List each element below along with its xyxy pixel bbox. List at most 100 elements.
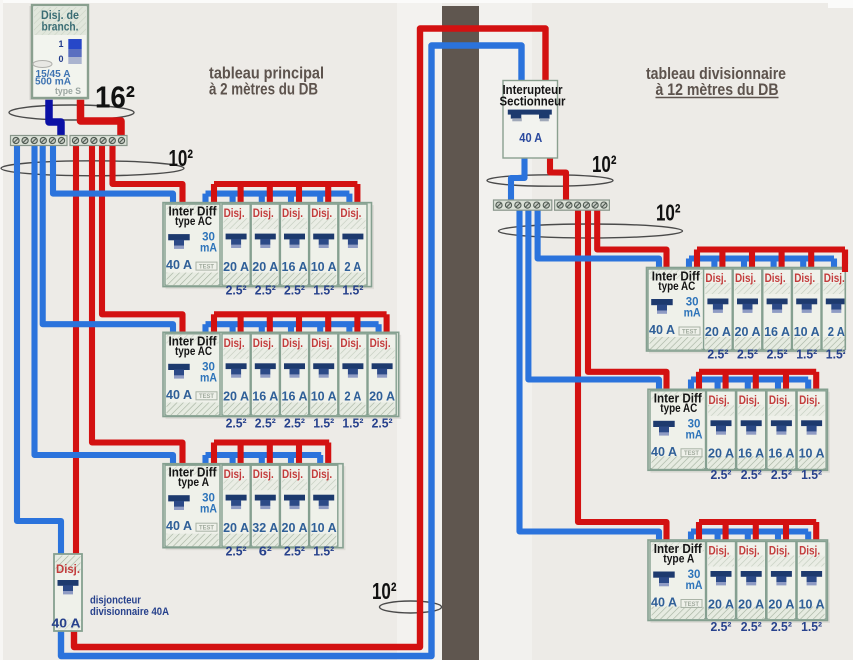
svg-text:2.5²: 2.5² bbox=[372, 417, 393, 431]
svg-text:Inter Diff: Inter Diff bbox=[652, 269, 701, 284]
svg-text:Disj.: Disj. bbox=[739, 395, 760, 407]
svg-text:40 A: 40 A bbox=[651, 596, 677, 610]
svg-text:20 A: 20 A bbox=[223, 521, 249, 535]
svg-text:1.5²: 1.5² bbox=[796, 348, 817, 362]
svg-text:16 A: 16 A bbox=[282, 260, 308, 274]
svg-text:Inter Diff: Inter Diff bbox=[169, 333, 218, 348]
svg-text:16 A: 16 A bbox=[252, 390, 278, 404]
svg-text:Disj.: Disj. bbox=[311, 208, 332, 220]
svg-text:10²: 10² bbox=[372, 578, 397, 604]
svg-text:10 A: 10 A bbox=[311, 260, 337, 274]
svg-text:2.5²: 2.5² bbox=[711, 468, 732, 482]
svg-text:1.5²: 1.5² bbox=[342, 417, 363, 431]
svg-text:TEST: TEST bbox=[682, 329, 697, 335]
svg-text:6²: 6² bbox=[259, 545, 272, 559]
svg-text:40 A: 40 A bbox=[519, 131, 542, 145]
svg-text:Disj.: Disj. bbox=[253, 469, 274, 481]
svg-text:40 A: 40 A bbox=[166, 388, 192, 402]
svg-text:2.5²: 2.5² bbox=[284, 284, 305, 298]
svg-text:1.5²: 1.5² bbox=[801, 620, 822, 634]
svg-text:30: 30 bbox=[688, 569, 701, 581]
svg-text:Inter Diff: Inter Diff bbox=[169, 204, 218, 219]
svg-text:à 2 mètres du DB: à 2 mètres du DB bbox=[209, 80, 318, 99]
svg-text:TEST: TEST bbox=[684, 451, 699, 457]
svg-text:2.5²: 2.5² bbox=[711, 620, 732, 634]
svg-text:Disj.: Disj. bbox=[282, 469, 303, 481]
svg-text:1.5²: 1.5² bbox=[313, 417, 334, 431]
svg-text:10 A: 10 A bbox=[311, 390, 337, 404]
svg-text:divisionnaire 40A: divisionnaire 40A bbox=[90, 606, 169, 618]
svg-text:2 A: 2 A bbox=[828, 325, 845, 339]
svg-text:Disj.: Disj. bbox=[739, 546, 760, 558]
svg-text:Disj.: Disj. bbox=[340, 338, 361, 350]
svg-text:2.5²: 2.5² bbox=[255, 417, 276, 431]
svg-text:2 A: 2 A bbox=[344, 390, 361, 404]
svg-text:Disj.: Disj. bbox=[765, 273, 786, 285]
svg-text:à 12 mètres du DB: à 12 mètres du DB bbox=[656, 80, 779, 99]
svg-text:Disj.: Disj. bbox=[56, 564, 80, 576]
svg-text:10 A: 10 A bbox=[311, 521, 337, 535]
svg-text:Disj.: Disj. bbox=[799, 546, 820, 558]
svg-text:Disj.: Disj. bbox=[253, 338, 274, 350]
svg-text:type S: type S bbox=[55, 86, 81, 97]
svg-text:mA: mA bbox=[200, 504, 217, 516]
svg-text:1: 1 bbox=[58, 39, 63, 49]
svg-text:Disj.: Disj. bbox=[282, 338, 303, 350]
svg-text:Disj.: Disj. bbox=[224, 338, 245, 350]
svg-text:2.5²: 2.5² bbox=[737, 348, 758, 362]
svg-text:16 A: 16 A bbox=[282, 390, 308, 404]
svg-text:Disj.: Disj. bbox=[311, 338, 332, 350]
svg-text:branch.: branch. bbox=[42, 20, 79, 34]
svg-text:Disj. de: Disj. de bbox=[41, 8, 79, 22]
svg-text:15/45 A: 15/45 A bbox=[36, 69, 71, 80]
svg-text:2.5²: 2.5² bbox=[284, 545, 305, 559]
svg-text:40 A: 40 A bbox=[52, 616, 82, 631]
svg-text:TEST: TEST bbox=[199, 264, 214, 270]
svg-text:TEST: TEST bbox=[199, 526, 214, 532]
svg-text:Disj.: Disj. bbox=[311, 469, 332, 481]
svg-text:2 A: 2 A bbox=[344, 260, 361, 274]
svg-text:10 A: 10 A bbox=[799, 447, 825, 461]
svg-text:20 A: 20 A bbox=[738, 597, 764, 611]
svg-text:Disj.: Disj. bbox=[705, 273, 726, 285]
svg-text:type AC: type AC bbox=[660, 401, 697, 415]
svg-text:2.5²: 2.5² bbox=[741, 468, 762, 482]
svg-text:Sectionneur: Sectionneur bbox=[500, 95, 566, 109]
svg-text:10²: 10² bbox=[592, 151, 617, 177]
svg-text:40 A: 40 A bbox=[649, 323, 675, 337]
svg-text:Disj.: Disj. bbox=[224, 469, 245, 481]
svg-text:10²: 10² bbox=[169, 145, 194, 171]
svg-text:Disj.: Disj. bbox=[253, 208, 274, 220]
svg-text:20 A: 20 A bbox=[223, 390, 249, 404]
svg-text:40 A: 40 A bbox=[166, 258, 192, 272]
svg-text:30: 30 bbox=[686, 297, 699, 309]
svg-text:1.5²: 1.5² bbox=[342, 284, 363, 298]
svg-text:2.5²: 2.5² bbox=[741, 620, 762, 634]
svg-text:32 A: 32 A bbox=[252, 521, 278, 535]
svg-text:40 A: 40 A bbox=[651, 445, 677, 459]
svg-text:tableau principal: tableau principal bbox=[209, 64, 324, 83]
svg-text:16 A: 16 A bbox=[768, 447, 794, 461]
svg-text:Disj.: Disj. bbox=[799, 395, 820, 407]
svg-text:mA: mA bbox=[684, 308, 701, 320]
svg-text:16 A: 16 A bbox=[738, 447, 764, 461]
svg-text:20 A: 20 A bbox=[735, 325, 761, 339]
svg-text:20 A: 20 A bbox=[708, 447, 734, 461]
svg-text:10 A: 10 A bbox=[799, 597, 825, 611]
svg-text:2.5²: 2.5² bbox=[226, 545, 247, 559]
svg-text:tableau divisionnaire: tableau divisionnaire bbox=[646, 64, 786, 83]
svg-text:Inter Diff: Inter Diff bbox=[654, 541, 703, 556]
svg-text:Inter Diff: Inter Diff bbox=[169, 465, 218, 480]
svg-text:mA: mA bbox=[686, 580, 703, 592]
svg-text:1.5²: 1.5² bbox=[826, 348, 847, 362]
svg-text:TEST: TEST bbox=[199, 394, 214, 400]
svg-text:30: 30 bbox=[202, 361, 215, 373]
svg-text:30: 30 bbox=[202, 493, 215, 505]
svg-text:mA: mA bbox=[686, 429, 703, 441]
svg-text:Interupteur: Interupteur bbox=[503, 83, 563, 97]
svg-text:Disj.: Disj. bbox=[824, 273, 845, 285]
svg-text:mA: mA bbox=[200, 372, 217, 384]
svg-text:Inter Diff: Inter Diff bbox=[654, 390, 703, 405]
svg-text:2.5²: 2.5² bbox=[767, 348, 788, 362]
svg-text:disjoncteur: disjoncteur bbox=[90, 595, 142, 607]
